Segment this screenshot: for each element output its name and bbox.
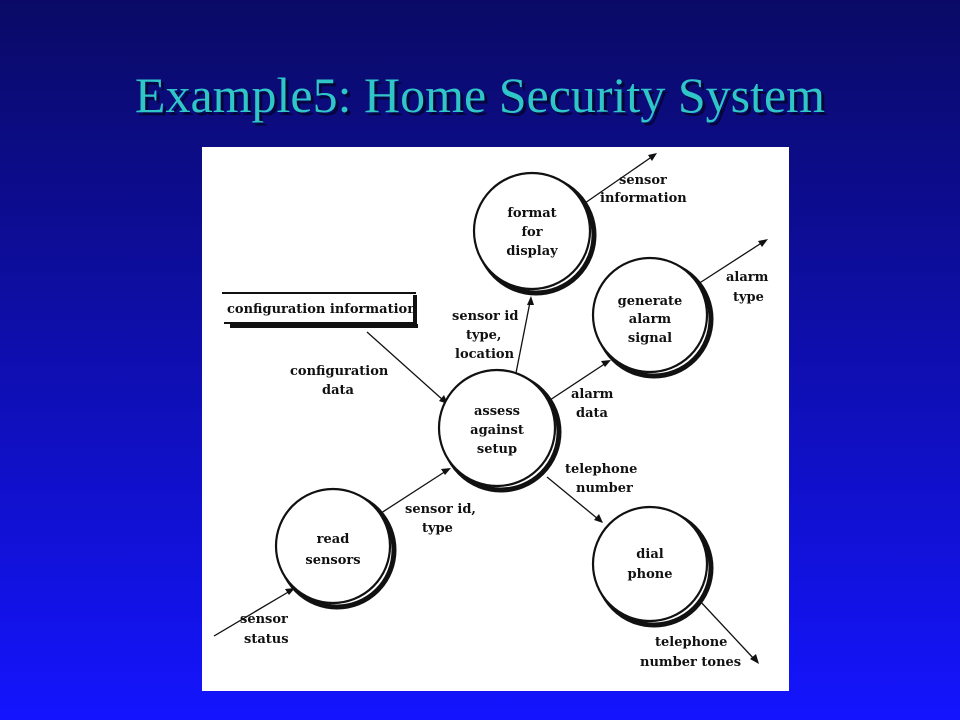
flow-label-line: sensor <box>240 612 288 627</box>
flow-label-line: type <box>422 521 453 536</box>
flow-telephone-number-arrow <box>546 476 603 523</box>
flow-label-alarm-type: alarm type <box>726 270 769 305</box>
flow-label-line: number <box>576 481 633 496</box>
data-flow-diagram: configuration information format for dis… <box>202 147 789 691</box>
process-label-line: format <box>507 206 556 221</box>
flow-label-line: alarm <box>726 270 769 285</box>
flow-label-line: status <box>244 632 289 647</box>
data-store-configuration: configuration information <box>222 292 418 328</box>
flow-label-telephone-number-tones: telephone number tones <box>640 635 741 670</box>
flow-label-configuration-data: configuration data <box>290 364 389 398</box>
process-format-for-display: format for display <box>472 171 597 296</box>
flow-telephone-number-tones-arrow <box>698 599 759 664</box>
data-store-label: configuration information <box>227 302 417 317</box>
process-label-line: generate <box>618 294 683 309</box>
process-label-line: display <box>506 244 558 259</box>
flow-label-line: sensor id, <box>405 502 476 517</box>
flow-label-line: data <box>322 383 355 398</box>
slide-title: Example5: Home Security System <box>134 67 826 123</box>
process-label-line: for <box>521 225 542 240</box>
flow-alarm-type-arrow <box>697 239 768 285</box>
process-label-line: assess <box>474 404 520 419</box>
process-dial-phone: dial phone <box>591 505 714 628</box>
flow-label-line: information <box>600 191 687 206</box>
flow-sensor-information-arrow <box>584 153 657 204</box>
flow-sensor-id-type-arrow <box>377 468 451 516</box>
flow-label-sensor-id-type: sensor id, type <box>405 502 476 536</box>
process-assess-against-setup: assess against setup <box>437 368 562 493</box>
process-label-line: sensors <box>305 553 360 568</box>
flow-label-line: alarm <box>571 387 614 402</box>
flow-label-line: telephone <box>655 635 727 650</box>
flow-sensor-status-arrow <box>213 588 295 637</box>
flow-label-line: sensor id <box>452 309 518 324</box>
process-label-line: signal <box>628 331 672 346</box>
process-label-line: read <box>317 532 350 547</box>
flow-label-line: location <box>455 347 515 362</box>
flow-label-alarm-data: alarm data <box>571 387 614 421</box>
flow-label-line: telephone <box>565 462 637 477</box>
flow-sensor-id-type-location-arrow <box>514 296 534 379</box>
process-generate-alarm-signal: generate alarm signal <box>591 256 714 379</box>
process-read-sensors: read sensors <box>274 487 397 610</box>
flow-label-line: configuration <box>290 364 389 379</box>
flow-label-sensor-information: sensor information <box>600 173 687 206</box>
flow-alarm-data-arrow <box>546 360 611 403</box>
flow-label-sensor-status: sensor status <box>240 612 289 647</box>
process-label-line: dial <box>636 547 663 562</box>
process-label-line: setup <box>477 442 517 457</box>
process-label-line: phone <box>628 567 673 582</box>
flow-label-line: sensor <box>619 173 667 188</box>
process-label-line: alarm <box>629 312 672 327</box>
flow-label-telephone-number: telephone number <box>565 462 637 496</box>
flow-label-line: type, <box>466 328 501 343</box>
process-label-line: against <box>470 423 524 438</box>
flow-label-line: type <box>733 290 764 305</box>
flow-label-sensor-id-type-location: sensor id type, location <box>452 309 518 362</box>
flow-label-line: number tones <box>640 655 741 670</box>
flow-label-line: data <box>576 406 609 421</box>
